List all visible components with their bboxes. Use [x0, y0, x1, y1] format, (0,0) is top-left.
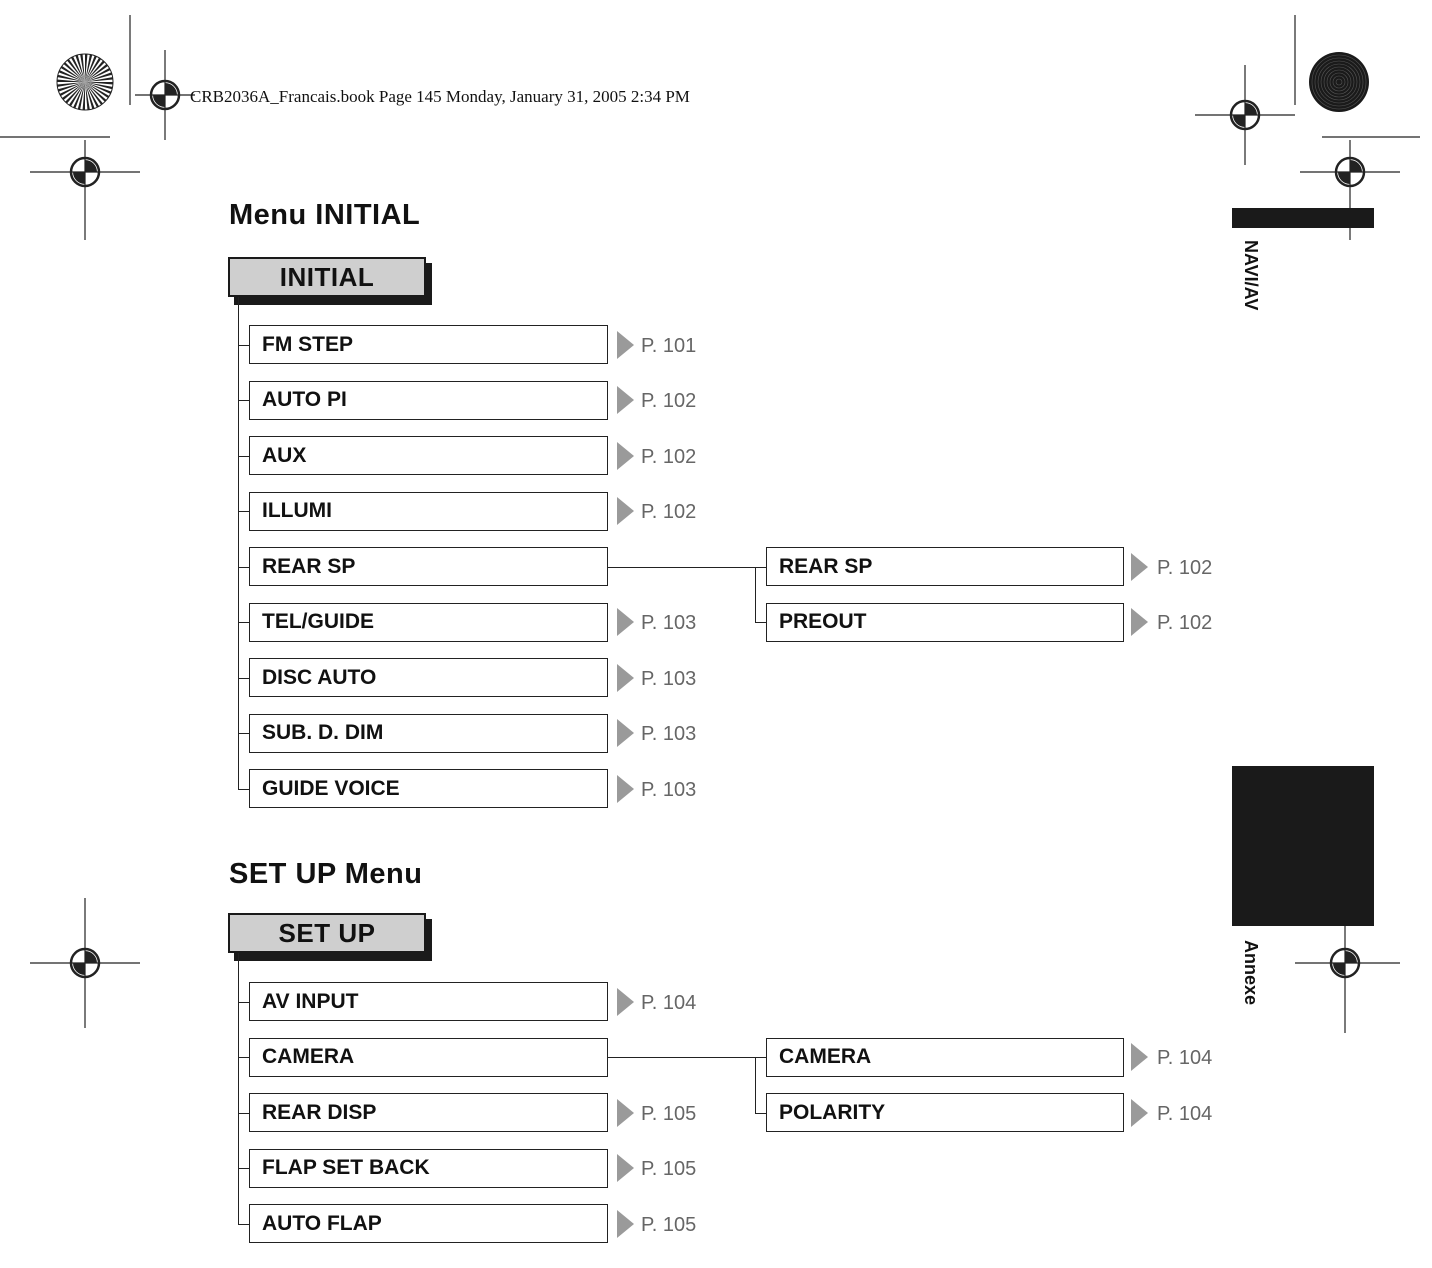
menu-item-auto-pi: AUTO PI	[249, 380, 608, 420]
triangle-right-icon	[617, 774, 634, 803]
triangle-right-icon	[617, 1154, 634, 1182]
page-reference: P. 103	[641, 723, 697, 745]
setup-menu-trunk-line	[238, 953, 239, 1224]
page-reference: P. 102	[641, 390, 697, 412]
setup-menu-sub-branch-line	[755, 1112, 766, 1114]
menu-item-sub-d-dim: SUB. D. DIM	[249, 713, 608, 753]
page-reference: P. 102	[641, 501, 697, 523]
page-reference: P. 105	[641, 1213, 697, 1236]
page-reference: P. 103	[641, 667, 697, 690]
submenu-item-rear-sp: REAR SP	[766, 547, 1124, 586]
initial-menu-branch-line	[238, 344, 249, 346]
initial-menu-trunk-line	[238, 297, 239, 789]
menu-item-rear-disp: REAR DISP	[249, 1093, 608, 1132]
submenu-item-polarity: POLARITY	[766, 1093, 1124, 1132]
setup-menu-sub-branch-line	[755, 1057, 766, 1058]
crosshair-icon-left-lower	[30, 898, 140, 1028]
crosshair-icon-top-right	[1195, 65, 1295, 165]
page-reference: P. 103	[641, 612, 697, 634]
submenu-item-preout: PREOUT	[766, 602, 1124, 642]
initial-menu-title: Menu INITIAL	[229, 199, 421, 231]
setup-menu-branch-line	[238, 1001, 249, 1003]
menu-item-camera: CAMERA	[249, 1037, 608, 1077]
setup-menu-branch-line	[238, 1168, 249, 1169]
initial-menu-branch-line	[238, 788, 249, 790]
triangle-right-icon	[617, 330, 634, 359]
triangle-right-icon	[617, 1098, 634, 1127]
initial-menu-branch-line	[238, 455, 249, 457]
page-reference: P. 103	[641, 778, 697, 801]
menu-item-flap-set-back: FLAP SET BACK	[249, 1148, 608, 1188]
crosshair-icon-left-upper	[30, 140, 140, 240]
menu-item-rear-sp: REAR SP	[249, 547, 608, 586]
setup-menu-title: SET UP Menu	[229, 858, 423, 890]
initial-menu-sub-trunk-line	[755, 566, 756, 622]
setup-menu-sub-trunk-line	[755, 1057, 756, 1113]
menu-item-disc-auto: DISC AUTO	[249, 658, 608, 697]
initial-menu-sub-connector	[608, 566, 766, 568]
setup-menu-root-box: SET UP	[228, 913, 426, 953]
setup-menu-branch-line	[238, 1223, 249, 1225]
triangle-right-icon	[617, 663, 634, 692]
crosshair-icon-top-left	[135, 50, 195, 140]
triangle-right-icon	[617, 441, 634, 470]
triangle-right-icon	[1131, 1098, 1148, 1127]
page-reference: P. 105	[641, 1102, 697, 1125]
submenu-item-camera: CAMERA	[766, 1037, 1124, 1077]
triangle-right-icon	[1131, 608, 1148, 636]
setup-menu-sub-connector	[608, 1057, 766, 1058]
triangle-right-icon	[617, 719, 634, 747]
initial-menu-branch-line	[238, 511, 249, 512]
triangle-right-icon	[617, 987, 634, 1016]
initial-menu-branch-line	[238, 677, 249, 679]
side-tab-label-navi: NAVI/AV	[1241, 240, 1261, 311]
triangle-right-icon	[617, 386, 634, 414]
triangle-right-icon	[1131, 552, 1148, 581]
menu-item-av-input: AV INPUT	[249, 982, 608, 1021]
menu-item-guide-voice: GUIDE VOICE	[249, 769, 608, 808]
triangle-right-icon	[617, 497, 634, 525]
page-reference: P. 102	[1157, 556, 1213, 579]
triangle-right-icon	[617, 1209, 634, 1238]
initial-menu-sub-branch-line	[755, 622, 766, 623]
initial-menu-branch-line	[238, 400, 249, 401]
page-reference: P. 105	[641, 1158, 697, 1180]
side-tab-label-annexe: Annexe	[1241, 940, 1261, 1006]
page-header: CRB2036A_Francais.book Page 145 Monday, …	[190, 87, 690, 106]
crosshair-icon-right-lower	[1295, 898, 1400, 1033]
menu-item-aux: AUX	[249, 436, 608, 475]
side-tab-bar-navi	[1232, 208, 1374, 228]
setup-menu-branch-line	[238, 1057, 249, 1058]
initial-menu-branch-line	[238, 622, 249, 623]
initial-menu-branch-line	[238, 566, 249, 568]
triangle-right-icon	[1131, 1043, 1148, 1071]
initial-menu-sub-branch-line	[755, 566, 766, 568]
page-reference: P. 102	[641, 445, 697, 468]
page-reference: P. 104	[1157, 1102, 1213, 1125]
page-reference: P. 104	[1157, 1047, 1213, 1069]
page-reference: P. 101	[641, 334, 697, 357]
menu-item-fm-step: FM STEP	[249, 325, 608, 364]
menu-item-illumi: ILLUMI	[249, 491, 608, 531]
initial-menu-branch-line	[238, 733, 249, 734]
menu-item-auto-flap: AUTO FLAP	[249, 1204, 608, 1243]
menu-item-tel-guide: TEL/GUIDE	[249, 602, 608, 642]
crosshair-icon-right-upper	[1300, 140, 1400, 240]
side-tab-block-annexe	[1232, 766, 1374, 926]
initial-menu-root-box: INITIAL	[228, 257, 426, 297]
setup-menu-branch-line	[238, 1112, 249, 1114]
page-reference: P. 104	[641, 991, 697, 1014]
page-reference: P. 102	[1157, 612, 1213, 634]
triangle-right-icon	[617, 608, 634, 636]
